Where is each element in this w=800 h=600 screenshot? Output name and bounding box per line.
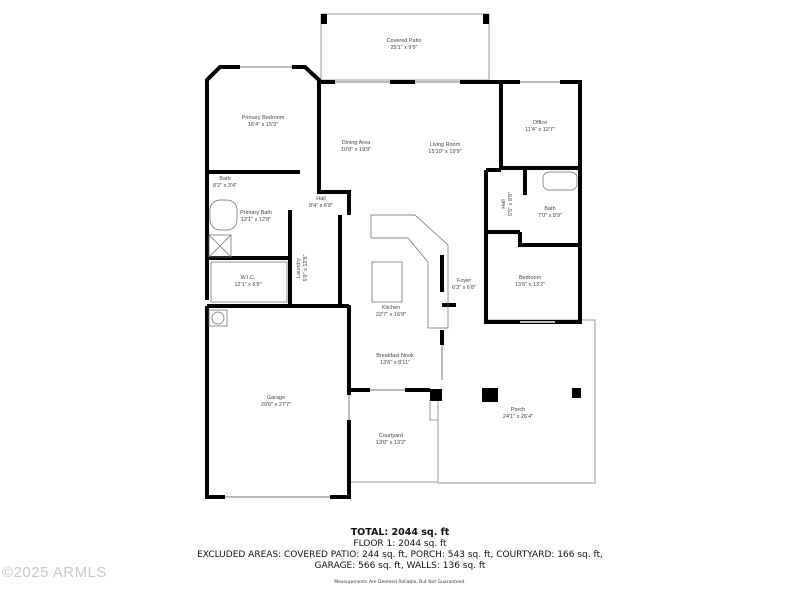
room-wic: W.I.C.12'1" x 6'9" bbox=[234, 275, 262, 288]
porch-outline bbox=[437, 319, 596, 484]
water-heater bbox=[208, 309, 228, 327]
kitchen-counter bbox=[370, 214, 449, 329]
kitchen-island bbox=[371, 261, 403, 303]
wic-shelf bbox=[210, 261, 288, 303]
excluded-areas-line1: EXCLUDED AREAS: COVERED PATIO: 244 sq. f… bbox=[197, 550, 603, 560]
shower bbox=[208, 234, 232, 258]
watermark: ©2025 ARMLS bbox=[2, 564, 107, 581]
floor-area: FLOOR 1: 2044 sq. ft bbox=[353, 539, 447, 549]
disclaimer: Measurements Are Deemed Reliable, But No… bbox=[334, 580, 466, 585]
tub-right bbox=[542, 171, 578, 191]
excluded-areas-line2: GARAGE: 566 sq. ft, WALLS: 136 sq. ft bbox=[314, 561, 486, 571]
total-area: TOTAL: 2044 sq. ft bbox=[350, 527, 450, 538]
courtyard-outline bbox=[349, 400, 439, 483]
bathtub bbox=[209, 199, 238, 231]
